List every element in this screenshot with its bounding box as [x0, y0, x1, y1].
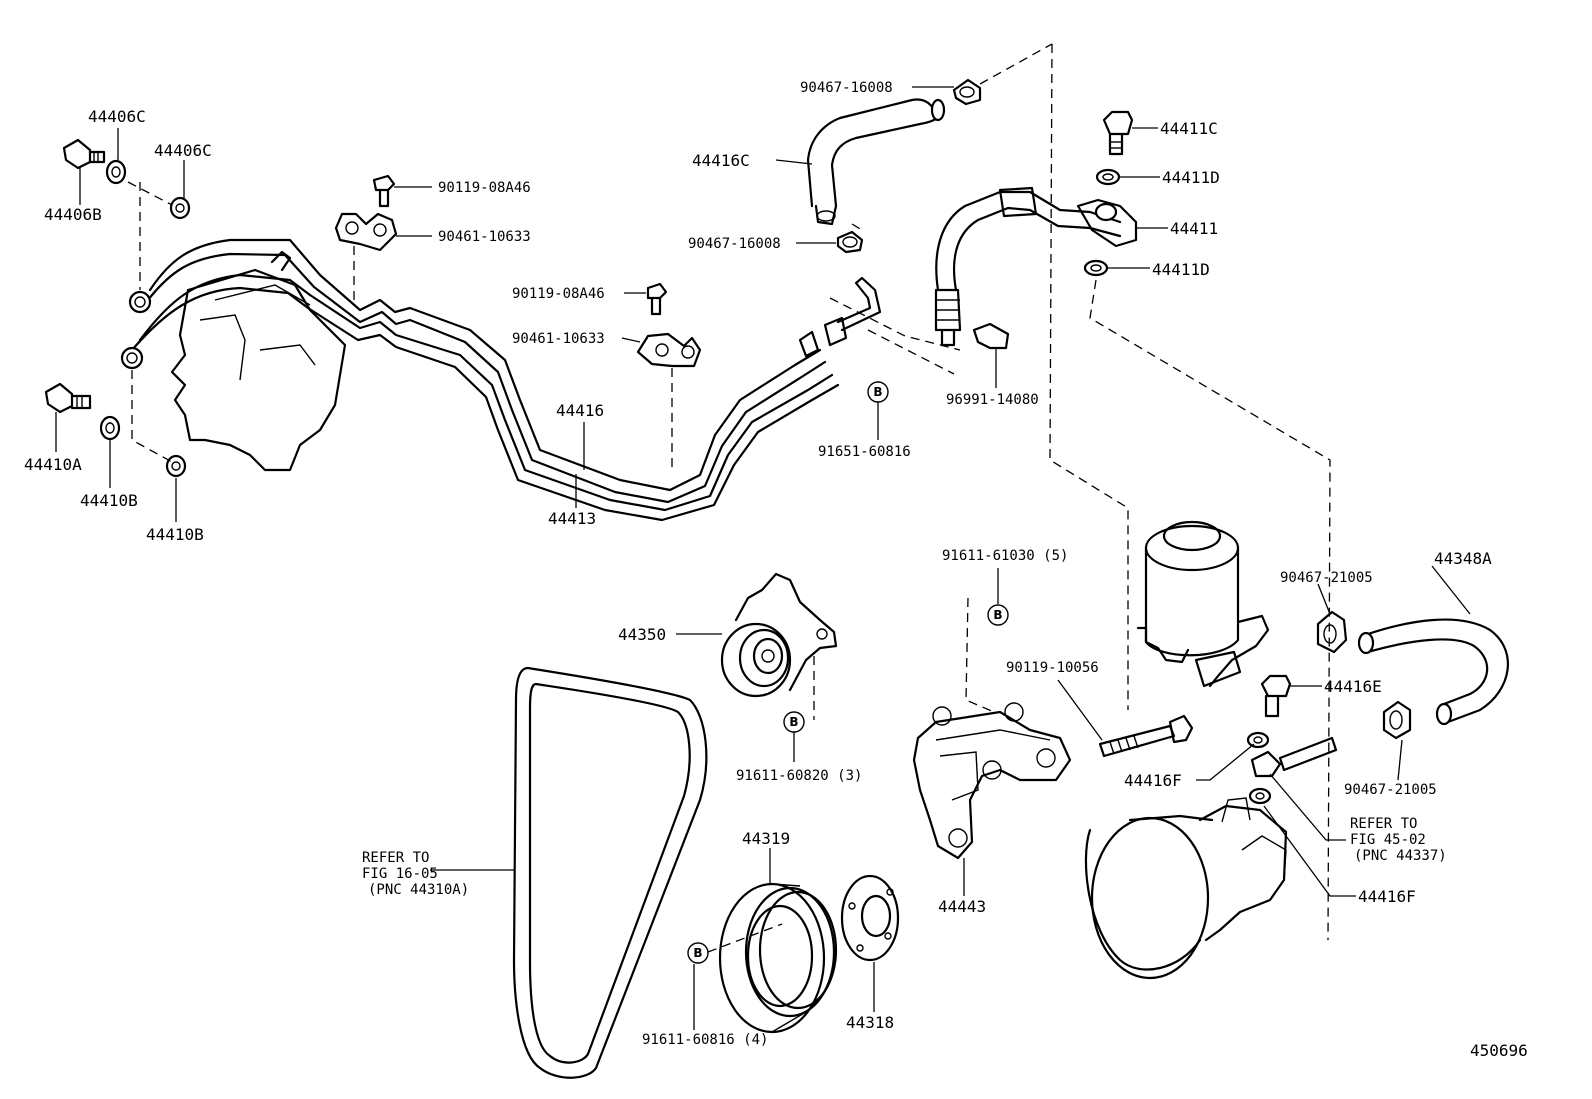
- gasket-44416F-b: [1248, 787, 1272, 805]
- union-fitting: [1250, 736, 1338, 778]
- gasket-44416F-a: [1246, 731, 1270, 749]
- crank-pulley-44319: [718, 882, 838, 1034]
- label-91611-61030: 91611-61030 (5): [942, 548, 1068, 564]
- label-96991-14080: 96991-14080: [946, 392, 1039, 408]
- label-90119-08A46-a: 90119-08A46: [438, 180, 531, 196]
- label-44410B-b: 44410B: [146, 525, 204, 544]
- label-44410B-a: 44410B: [80, 491, 138, 510]
- marker-b-91611-61030: B: [987, 604, 1009, 626]
- label-44319: 44319: [742, 829, 790, 848]
- marker-b-91651: B: [867, 381, 889, 403]
- label-44416F-b: 44416F: [1358, 887, 1416, 906]
- gasket-44411D-b: [1083, 259, 1109, 277]
- union-bolt-44406B: [62, 138, 106, 170]
- marker-b-91611-60820: B: [783, 711, 805, 733]
- label-90467-21005-a: 90467-21005: [1280, 570, 1373, 586]
- steering-gear-housing: [170, 268, 347, 472]
- bolt-90119-10056: [1098, 714, 1194, 758]
- label-91651-60816: 91651-60816: [818, 444, 911, 460]
- gasket-44406C-b: [169, 196, 191, 220]
- leader-lines: [55, 86, 1471, 1030]
- label-44406C-b: 44406C: [154, 141, 212, 160]
- gasket-44406C-a: [105, 159, 127, 185]
- label-44411C: 44411C: [1160, 119, 1218, 138]
- label-44416E: 44416E: [1324, 677, 1382, 696]
- clamp-90461-10633-a: [334, 212, 398, 252]
- svg-text:B: B: [789, 715, 798, 729]
- label-refer-16-line2: FIG 16-05: [362, 866, 438, 882]
- reservoir-tank: [1136, 520, 1270, 688]
- hose-clamp-90467-16008-b: [836, 230, 864, 254]
- label-90461-10633-a: 90461-10633: [438, 229, 531, 245]
- label-44416C: 44416C: [692, 151, 750, 170]
- hose-clamp-90467-21005-a: [1316, 610, 1348, 654]
- union-bolt-44410A: [44, 382, 92, 414]
- label-44443: 44443: [938, 897, 986, 916]
- union-bolt-44416E: [1260, 674, 1292, 718]
- label-90467-16008-b: 90467-16008: [688, 236, 781, 252]
- drive-belt: [512, 666, 708, 1079]
- label-refer-16-line3: (PNC 44310A): [368, 882, 469, 898]
- label-90119-08A46-b: 90119-08A46: [512, 286, 605, 302]
- label-90119-10056: 90119-10056: [1006, 660, 1099, 676]
- illustration-number: 450696: [1470, 1041, 1528, 1060]
- label-90467-16008-a: 90467-16008: [800, 80, 893, 96]
- label-91611-60816: 91611-60816 (4): [642, 1032, 768, 1048]
- label-44318: 44318: [846, 1013, 894, 1032]
- clip-96991-14080: [972, 322, 1010, 350]
- bracket-44443: [912, 702, 1072, 860]
- label-refer-16-line1: REFER TO: [362, 850, 429, 866]
- gasket-44411D-a: [1095, 168, 1121, 186]
- label-44411D-b: 44411D: [1152, 260, 1210, 279]
- label-90461-10633-b: 90461-10633: [512, 331, 605, 347]
- label-44410A: 44410A: [24, 455, 82, 474]
- label-44348A: 44348A: [1434, 549, 1492, 568]
- label-90467-21005-b: 90467-21005: [1344, 782, 1437, 798]
- gasket-44410B-b: [165, 454, 187, 478]
- pressure-and-return-tubes: [120, 238, 882, 522]
- hose-clamp-90467-16008-a: [952, 78, 982, 106]
- label-44413: 44413: [548, 509, 596, 528]
- bolt-90119-08A46-b: [646, 282, 668, 316]
- idler-pulley-44350: [720, 572, 838, 698]
- label-44406C-a: 44406C: [88, 107, 146, 126]
- label-44350: 44350: [618, 625, 666, 644]
- label-44416: 44416: [556, 401, 604, 420]
- label-refer-45-line3: (PNC 44337): [1354, 848, 1447, 864]
- suction-hose-44348A: [1357, 618, 1509, 726]
- label-44411: 44411: [1170, 219, 1218, 238]
- bolt-90119-08A46-a: [372, 174, 396, 208]
- clamp-90461-10633-b: [636, 332, 702, 368]
- svg-text:B: B: [693, 946, 702, 960]
- bolt-44411C: [1102, 110, 1134, 156]
- label-91611-60820: 91611-60820 (3): [736, 768, 862, 784]
- label-refer-45-line1: REFER TO: [1350, 816, 1417, 832]
- label-refer-45-line2: FIG 45-02: [1350, 832, 1426, 848]
- return-hose-44416C: [806, 98, 946, 226]
- marker-b-91611-60816: B: [687, 942, 709, 964]
- svg-text:B: B: [993, 608, 1002, 622]
- hose-clamp-90467-21005-b: [1382, 700, 1412, 740]
- pump-pulley-and-body: [1084, 797, 1288, 980]
- label-44406B: 44406B: [44, 205, 102, 224]
- gasket-44410B-a: [99, 415, 121, 441]
- label-44411D-a: 44411D: [1162, 168, 1220, 187]
- svg-text:B: B: [873, 385, 882, 399]
- plate-44318: [840, 874, 900, 962]
- part-labels: 44406C 44406C 44406B 44410A 44410B 44410…: [24, 80, 1528, 1060]
- pressure-hose-44411: [934, 186, 1138, 347]
- label-44416F-a: 44416F: [1124, 771, 1182, 790]
